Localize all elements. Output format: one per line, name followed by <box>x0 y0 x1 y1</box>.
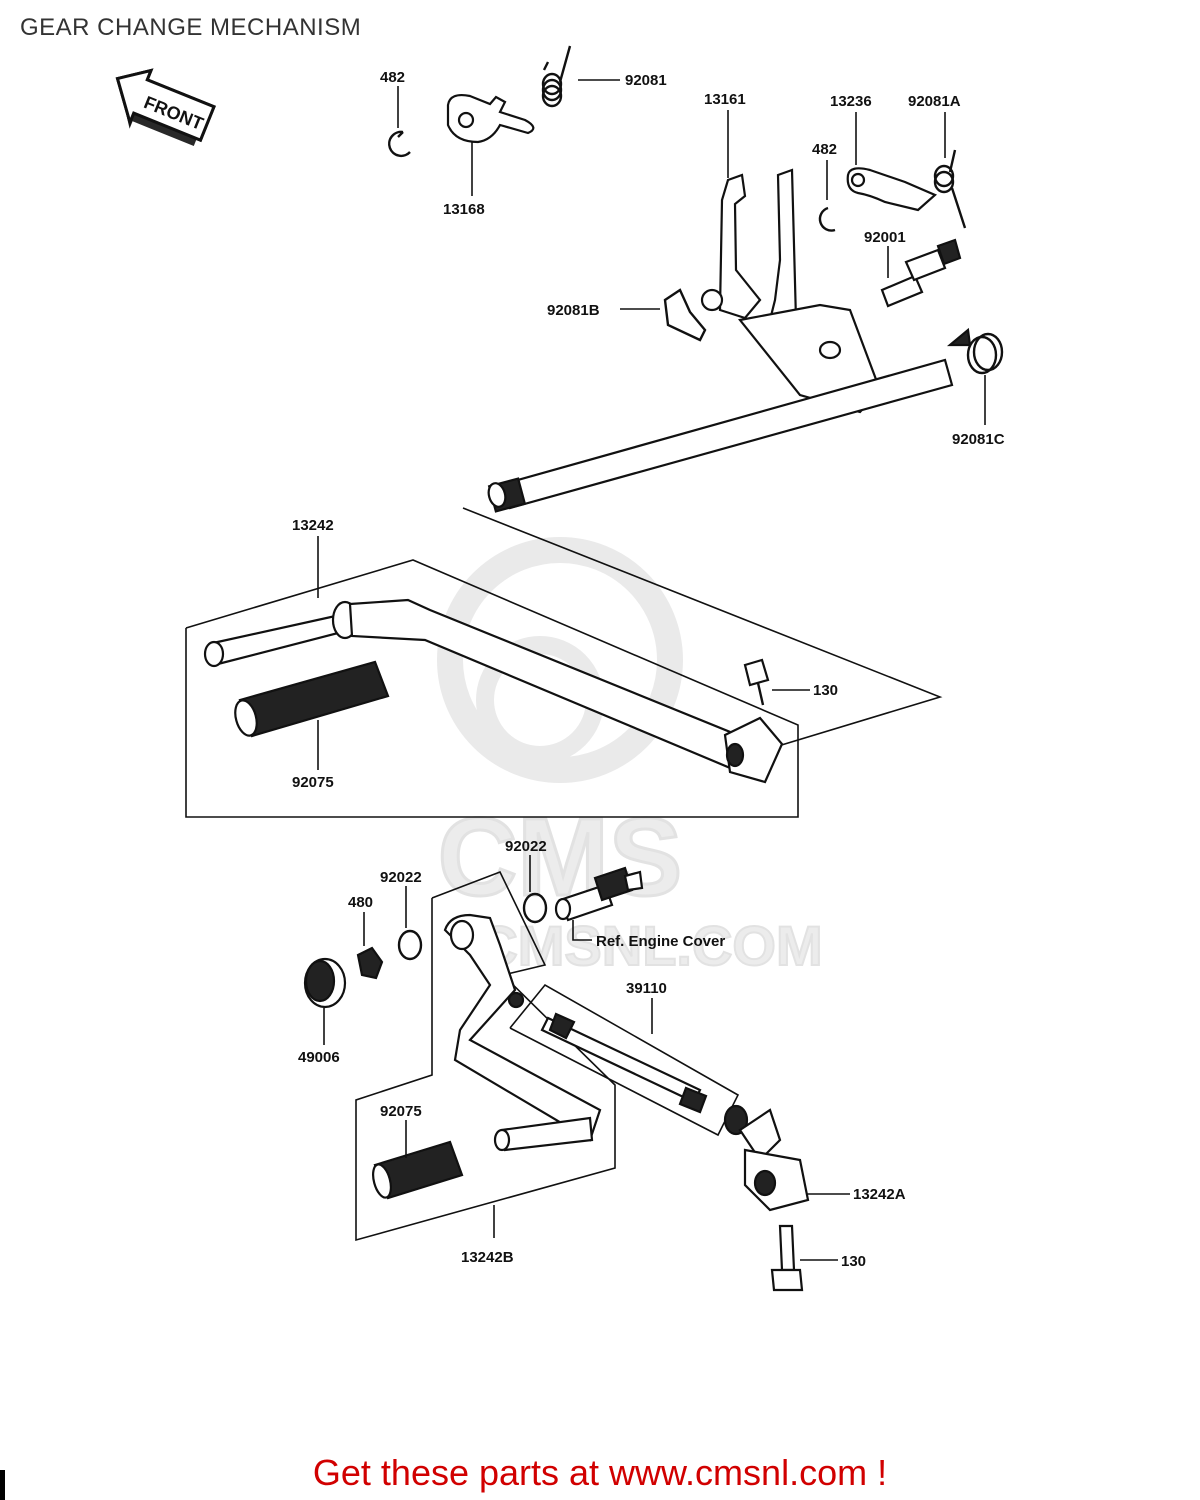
label-92081A: 92081A <box>908 93 961 110</box>
label-92075-bottom: 92075 <box>380 1103 422 1120</box>
label-480: 480 <box>348 894 373 911</box>
label-ref-engine-cover: Ref. Engine Cover <box>596 933 725 950</box>
label-130-bottom: 130 <box>841 1253 866 1270</box>
label-13242B: 13242B <box>461 1249 514 1266</box>
promo-banner-link[interactable]: Get these parts at www.cmsnl.com ! <box>312 1452 888 1493</box>
rubber-92075-bottom <box>372 1140 464 1200</box>
rod-39110-box <box>509 983 740 1137</box>
shift-shaft <box>487 358 954 513</box>
bolt-130-top <box>743 658 770 706</box>
label-13236: 13236 <box>830 93 872 110</box>
lever-13242 <box>203 598 784 784</box>
clip-92081B <box>663 288 707 342</box>
label-130-top: 130 <box>813 682 838 699</box>
spring-92081A <box>933 149 967 229</box>
label-13168: 13168 <box>443 201 485 218</box>
label-482-top: 482 <box>380 69 405 86</box>
corner-mark <box>0 1470 5 1500</box>
label-49006: 49006 <box>298 1049 340 1066</box>
lever-13242B <box>443 913 602 1152</box>
circlip-482-top <box>388 130 411 158</box>
label-482-mid: 482 <box>812 141 837 158</box>
bolt-92001 <box>880 238 962 308</box>
bolt-130-bottom <box>770 1224 804 1292</box>
cap-49006 <box>303 957 347 1009</box>
label-92001: 92001 <box>864 229 906 246</box>
lever-13242B-box <box>355 870 616 1242</box>
label-39110: 39110 <box>626 980 667 997</box>
rod-39110 <box>507 991 708 1114</box>
label-92081C: 92081C <box>952 431 1005 448</box>
shift-forks-13161 <box>700 168 882 414</box>
plate-13168 <box>446 93 535 144</box>
spring-92081C <box>946 327 1004 375</box>
washer-92022-left <box>397 929 423 961</box>
front-arrow-icon: FRONT <box>115 68 216 147</box>
label-92022-right: 92022 <box>505 838 547 855</box>
watermark-url: CMSNL.COM <box>477 914 822 977</box>
watermark-cms: CMS <box>438 796 682 919</box>
rubber-92075-top <box>234 660 390 738</box>
washer-92022-right <box>522 892 548 924</box>
label-92081: 92081 <box>625 72 667 89</box>
label-13242A: 13242A <box>853 1186 906 1203</box>
circlip-482-mid <box>818 206 836 232</box>
label-92081B: 92081B <box>547 302 600 319</box>
circlip-480 <box>356 946 384 980</box>
watermark: CMS CMSNL.COM <box>436 537 824 978</box>
joint-13242A <box>723 1104 810 1212</box>
lever-13242-box <box>185 559 799 818</box>
label-13161: 13161 <box>704 91 746 108</box>
label-13242: 13242 <box>292 517 334 534</box>
spring-92081 <box>541 45 572 108</box>
pivot-bolt <box>554 866 644 922</box>
page-title: GEAR CHANGE MECHANISM <box>20 14 362 41</box>
label-92075-top: 92075 <box>292 774 334 791</box>
plate-13236 <box>846 167 938 212</box>
label-92022-left: 92022 <box>380 869 422 886</box>
